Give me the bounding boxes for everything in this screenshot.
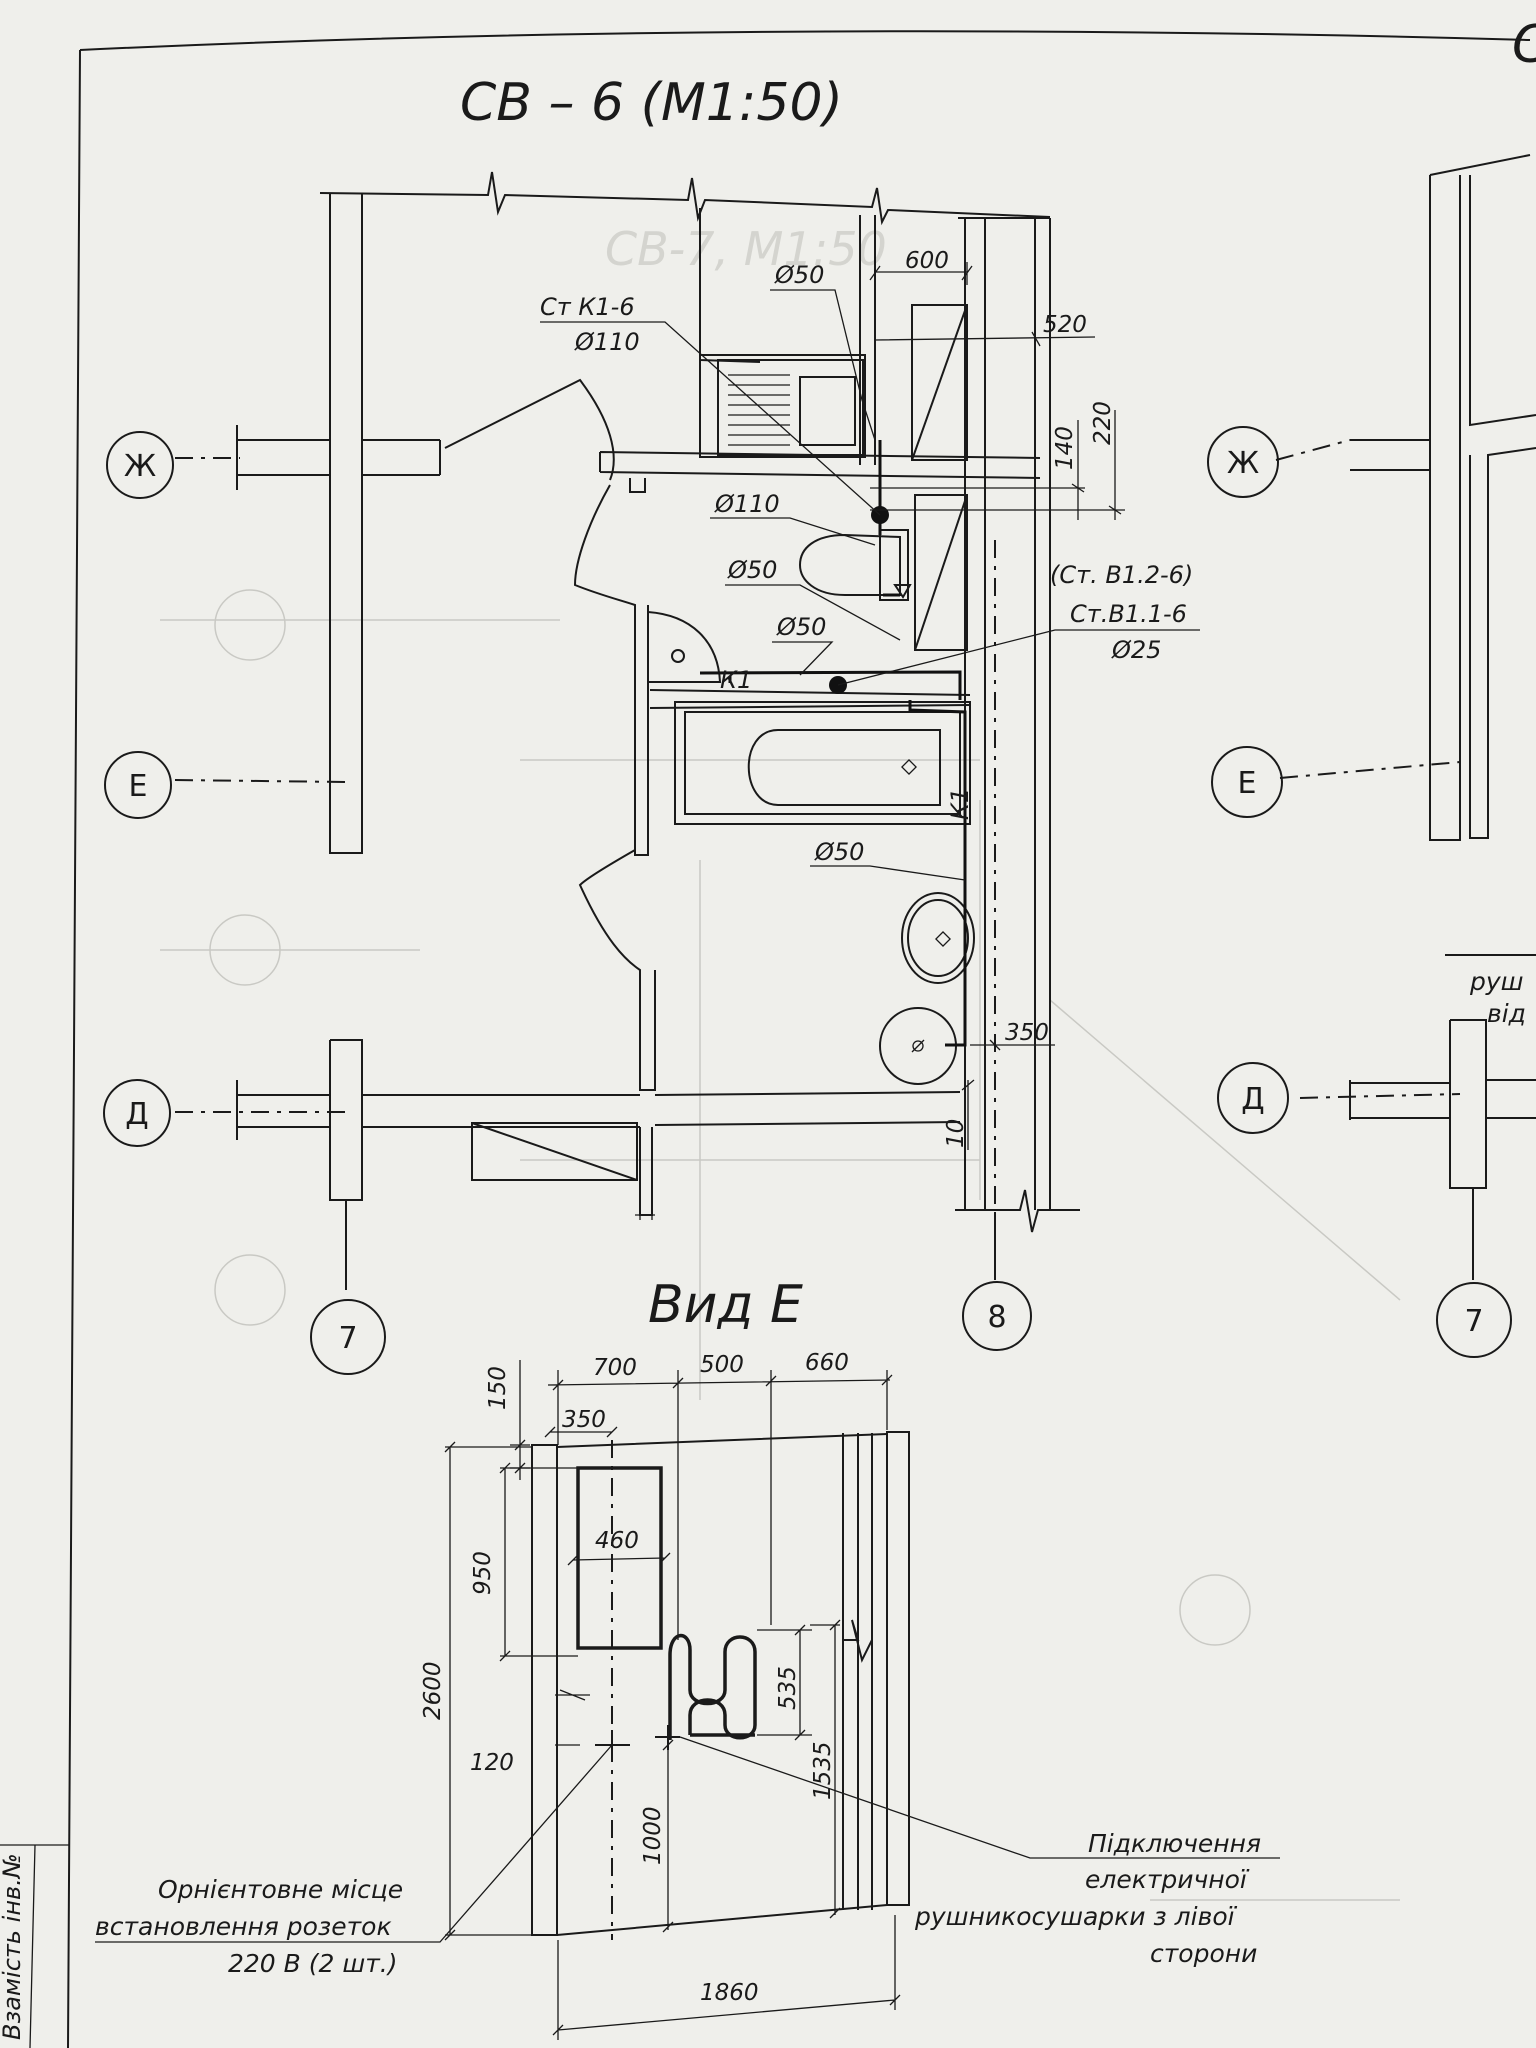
vdim-1860: 1860 [700,1980,759,2006]
label-d50-top: Ø50 [774,261,824,289]
label-d50-b: Ø50 [776,613,826,641]
stamp-text: Взамість інв.№ [0,1853,26,2040]
axis-label-zh-right: Ж [1227,446,1259,481]
axis-label-d-right: Д [1241,1082,1264,1117]
vdim-535: 535 [775,1666,801,1710]
vdim-660: 660 [805,1350,849,1376]
label-riser-v-alt: (Ст. В1.2-6) [1050,561,1193,589]
note-dryer-4: сторони [1150,1939,1257,1968]
note-dryer-2: електричної [1085,1865,1250,1894]
axis-bubble-7-right [1436,1282,1512,1358]
dim-520: 520 [1043,312,1087,338]
note-socket-1: Орнієнтовне місце [158,1875,403,1904]
note-socket-2: встановлення розеток [95,1912,392,1941]
view-e-notes: Орнієнтовне місце встановлення розеток 2… [95,1736,1280,1978]
right-note-1: руш [1469,967,1524,996]
axis-bubble-7-left [310,1299,386,1375]
dim-220: 220 [1090,401,1116,445]
axis-label-7-left: 7 [338,1321,357,1356]
dim-140: 140 [1052,426,1078,470]
note-dryer-1: Підключення [1088,1829,1261,1858]
axis-label-zh-left: Ж [124,449,156,484]
axis-bubble-d-left [103,1079,171,1147]
axis-bubble-zh-right [1207,426,1279,498]
plan-axis-lines [174,439,1474,1290]
label-riser-v: Ст.В1.1-6 [1070,600,1187,628]
axis-label-7-right: 7 [1464,1304,1483,1339]
axis-bubble-8 [962,1281,1032,1351]
dim-10: 10 [943,1119,969,1148]
plan-walls [236,171,1080,1233]
vdim-460: 460 [595,1528,639,1554]
axis-label-8: 8 [987,1300,1006,1335]
drawing-frame [67,30,1531,2048]
axis-bubble-e-left [104,751,172,819]
drawing-title: СВ – 6 (М1:50) [460,73,843,133]
vdim-350: 350 [562,1407,606,1433]
label-d50-a: Ø50 [727,556,777,584]
vdim-500: 500 [700,1352,744,1378]
axis-label-e-right: Е [1238,766,1257,801]
vdim-700: 700 [593,1355,637,1381]
view-title: Вид Е [648,1275,803,1335]
label-riser-k: Ст К1-6 [540,293,635,321]
note-socket-3: 220 В (2 шт.) [228,1949,398,1978]
view-e-dimensions: 700 500 660 150 350 460 950 2600 120 535… [420,1350,901,2040]
axis-markers: Ж Е Д 7 8 Ж Е Д 7 [103,426,1512,1375]
ghost-drawing: СВ-7, М1:50 [160,222,1401,1901]
label-d110: Ø110 [714,490,780,518]
axis-bubble-d-right [1217,1062,1289,1134]
note-dryer-3: рушникосушарки з лівої [914,1902,1238,1931]
dim-600: 600 [905,248,949,274]
axis-label-d-left: Д [125,1097,148,1132]
label-riser-k-dia: Ø110 [574,328,640,356]
vdim-150: 150 [485,1366,511,1410]
plan-pipe-labels: Ст К1-6 Ø110 Ø50 Ø110 Ø50 Ø50 (Ст. В1.2-… [540,261,1200,881]
label-riser-v-dia: Ø25 [1111,636,1161,664]
plan-dimensions: 600 520 140 220 350 10 [869,248,1125,1150]
label-k1-b: К1 [946,788,974,820]
axis-bubble-e-right [1211,746,1283,818]
dim-350: 350 [1005,1020,1049,1046]
axis-label-e-left: Е [129,769,148,804]
plan-fixtures [647,529,975,1085]
label-k1-a: К1 [720,666,752,694]
axis-bubble-zh-left [106,431,174,499]
right-note-2: від [1487,999,1526,1028]
ghost-title: СВ-7, М1:50 [605,222,887,276]
vdim-950: 950 [470,1551,496,1595]
vdim-1535: 1535 [810,1741,836,1800]
vdim-2600: 2600 [420,1661,446,1720]
label-d50-c: Ø50 [814,838,864,866]
vdim-1000: 1000 [640,1806,666,1865]
right-fragment: руш від [1349,154,1536,1189]
vdim-120: 120 [470,1750,514,1776]
view-e-geometry [531,1431,910,1940]
corner-letter: С [1512,15,1536,75]
